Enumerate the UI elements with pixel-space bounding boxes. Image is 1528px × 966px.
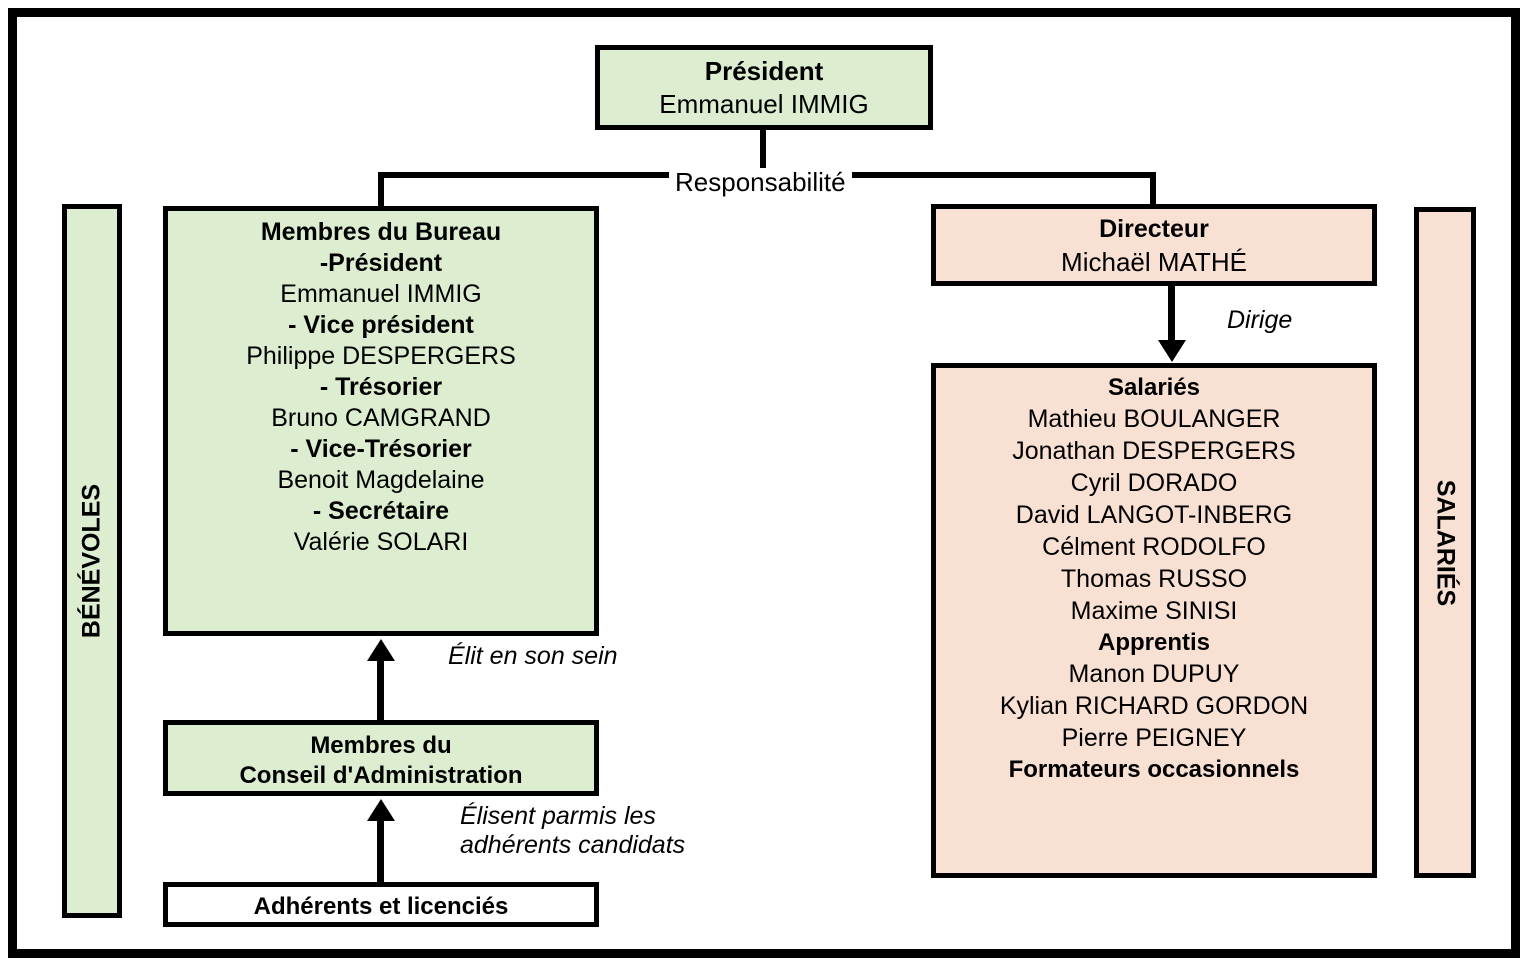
- node-membres-du-bureau[interactable]: Membres du Bureau -Président Emmanuel IM…: [163, 206, 599, 636]
- bureau-person-secretaire: Valérie SOLARI: [293, 528, 469, 556]
- salaries-employee-5: Célment RODOLFO: [1042, 533, 1266, 561]
- sidebar-benevoles-label: BÉNÉVOLES: [77, 483, 106, 639]
- salaries-employee-7: Maxime SINISI: [1070, 597, 1238, 625]
- bureau-person-vice-president: Philippe DESPERGERS: [246, 342, 516, 370]
- salaries-formateurs-heading: Formateurs occasionnels: [1008, 756, 1300, 783]
- node-president[interactable]: Président Emmanuel IMMIG: [595, 45, 933, 130]
- node-president-name: Emmanuel IMMIG: [659, 89, 869, 119]
- arrow-up-icon-elit: [367, 639, 395, 661]
- connector-adherents-to-ca: [377, 820, 384, 882]
- arrow-up-icon-elisent: [367, 799, 395, 821]
- node-conseil-administration[interactable]: Membres du Conseil d'Administration: [163, 720, 599, 796]
- edge-label-responsabilite: Responsabilité: [669, 167, 852, 198]
- salaries-apprentice-2: Kylian RICHARD GORDON: [999, 692, 1309, 720]
- edge-label-elit-en-son-sein: Élit en son sein: [448, 642, 618, 670]
- node-salaries-title: Salariés: [1107, 374, 1201, 401]
- bureau-person-vice-tresorier: Benoit Magdelaine: [277, 466, 485, 494]
- bureau-role-vice-president: - Vice président: [288, 311, 474, 339]
- connector-president-down: [760, 130, 766, 178]
- bureau-role-vice-tresorier: - Vice-Trésorier: [290, 435, 472, 463]
- connector-to-bureau: [378, 172, 384, 208]
- bureau-role-secretaire: - Secrétaire: [312, 497, 450, 525]
- edge-label-elisent: Élisent parmis les adhérents candidats: [460, 802, 685, 860]
- salaries-apprentice-1: Manon DUPUY: [1068, 660, 1240, 688]
- bureau-person-tresorier: Bruno CAMGRAND: [271, 404, 491, 432]
- salaries-employee-1: Mathieu BOULANGER: [1027, 405, 1281, 433]
- node-president-title: Président: [704, 56, 824, 86]
- salaries-apprentis-heading: Apprentis: [1097, 629, 1210, 656]
- salaries-employee-6: Thomas RUSSO: [1060, 565, 1248, 593]
- node-directeur[interactable]: Directeur Michaël MATHÉ: [931, 204, 1377, 286]
- edge-label-dirige: Dirige: [1227, 306, 1293, 334]
- node-salaries[interactable]: Salariés Mathieu BOULANGER Jonathan DESP…: [931, 363, 1377, 878]
- sidebar-benevoles: BÉNÉVOLES: [62, 204, 122, 918]
- edge-label-elisent-line2: adhérents candidats: [460, 830, 686, 859]
- connector-directeur-to-salaries: [1168, 286, 1175, 348]
- node-ca-line1: Membres du: [310, 732, 452, 759]
- bureau-person-president: Emmanuel IMMIG: [280, 280, 482, 308]
- bureau-role-president: -Président: [319, 249, 443, 277]
- salaries-employee-3: Cyril DORADO: [1070, 469, 1238, 497]
- node-directeur-name: Michaël MATHÉ: [1061, 247, 1247, 277]
- salaries-employee-2: Jonathan DESPERGERS: [1012, 437, 1296, 465]
- salaries-apprentice-3: Pierre PEIGNEY: [1061, 724, 1247, 752]
- node-adherents-label: Adhérents et licenciés: [253, 893, 509, 920]
- node-ca-line2: Conseil d'Administration: [239, 762, 523, 789]
- connector-ca-to-bureau: [377, 660, 384, 720]
- node-bureau-title: Membres du Bureau: [260, 218, 502, 246]
- diagram-outer-frame: [8, 8, 1520, 958]
- sidebar-salaries-label: SALARIÉS: [1431, 479, 1460, 606]
- sidebar-salaries: SALARIÉS: [1414, 207, 1476, 878]
- bureau-role-tresorier: - Trésorier: [319, 373, 443, 401]
- salaries-employee-4: David LANGOT-INBERG: [1015, 501, 1293, 529]
- node-directeur-title: Directeur: [1099, 215, 1209, 243]
- node-adherents-licencies[interactable]: Adhérents et licenciés: [163, 882, 599, 927]
- edge-label-elisent-line1: Élisent parmis les: [460, 802, 656, 830]
- arrow-down-icon-dirige: [1158, 340, 1186, 362]
- connector-to-directeur: [1150, 172, 1156, 206]
